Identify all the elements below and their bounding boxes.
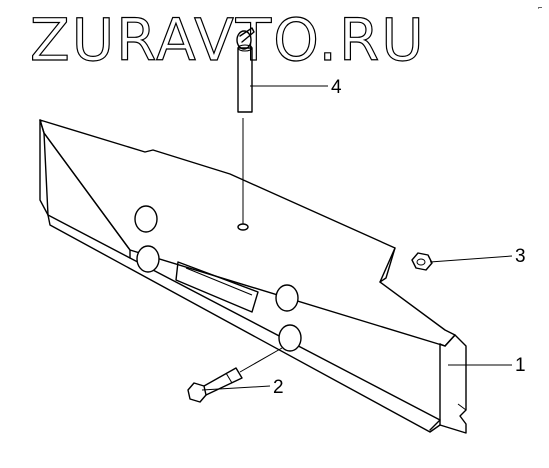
mount-hole xyxy=(136,245,160,273)
callout-2-label: 2 xyxy=(273,377,284,398)
lifting-slot xyxy=(175,261,259,313)
callout-1-label: 1 xyxy=(515,355,526,376)
counterweight-holes xyxy=(134,205,302,352)
mount-hole xyxy=(134,205,158,233)
nut-part xyxy=(411,252,433,271)
mount-hole xyxy=(275,284,299,312)
mount-hole xyxy=(278,324,302,352)
pin-hole xyxy=(237,223,249,231)
leader-lines xyxy=(201,85,513,391)
pin-part xyxy=(236,27,255,224)
watermark-text: ZURAVTO.RU xyxy=(30,6,426,74)
corner-mark: ⌐ xyxy=(538,4,542,12)
bolt-part xyxy=(187,347,283,403)
callout-4-label: 4 xyxy=(331,77,342,98)
callout-3-label: 3 xyxy=(515,246,526,267)
counterweight-part xyxy=(39,119,467,434)
